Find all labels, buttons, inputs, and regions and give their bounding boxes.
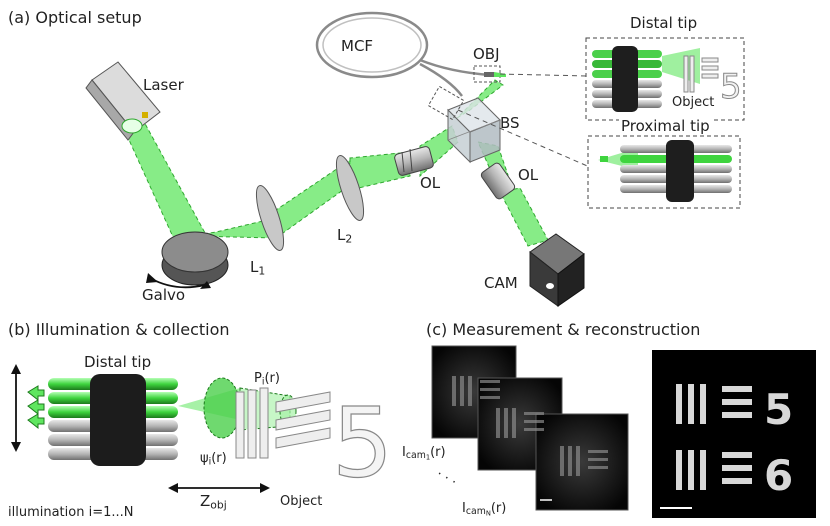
- fiber-loop-icon: [315, 11, 491, 97]
- ol-right-label: OL: [518, 166, 539, 184]
- obj-label: OBJ: [473, 45, 500, 63]
- laser-label: Laser: [143, 76, 184, 94]
- p-label: Pi(r): [254, 371, 280, 388]
- illumination-text: illumination i=1...N: [8, 505, 134, 520]
- resolution-target-icon: [235, 387, 331, 459]
- proximal-inset-title: Proximal tip: [619, 117, 712, 135]
- mcf-label: MCF: [341, 37, 374, 55]
- fiber-bundle-icon: [592, 46, 662, 112]
- objective-lens-right-icon: [480, 162, 516, 200]
- distal-fiber-bundle-icon: [48, 374, 178, 466]
- distal-inset-object-label: Object: [672, 95, 715, 110]
- lens-l1-icon: [255, 185, 285, 251]
- fiber-bundle-proximal-icon: [620, 140, 732, 202]
- galvo-label: Galvo: [142, 286, 186, 304]
- ol-left-label: OL: [420, 174, 441, 192]
- arrow-icon: [27, 385, 45, 402]
- bs-label: BS: [500, 114, 520, 132]
- svg-text:5: 5: [332, 387, 393, 499]
- inset-connectors: [457, 73, 593, 169]
- lens-l2-icon: [335, 155, 365, 221]
- icamN-label: IcamN(r): [462, 501, 507, 518]
- panel-b-graphics: 5: [11, 364, 394, 500]
- l1-label: L1: [250, 258, 266, 278]
- icam1-label: Icam1(r): [402, 445, 446, 462]
- objective-lens-left-icon: [394, 146, 434, 176]
- object-label: Object: [280, 494, 323, 509]
- panel-a-heading: (a) Optical setup: [8, 8, 142, 27]
- panel-b-heading: (b) Illumination & collection: [8, 320, 230, 339]
- beam-splitter-icon: [447, 97, 501, 164]
- distal-tip-label: Distal tip: [84, 353, 152, 371]
- svg-text:5: 5: [764, 385, 793, 434]
- illumination-pattern-psi: [203, 377, 241, 439]
- svg-text:5: 5: [720, 67, 742, 107]
- psi-label: ψi(r): [200, 451, 227, 468]
- camera-icon: [529, 233, 585, 307]
- cam-label: CAM: [484, 274, 518, 292]
- distal-inset-title: Distal tip: [630, 14, 698, 32]
- svg-text:6: 6: [764, 451, 793, 500]
- z-obj-label: Zobj: [200, 492, 227, 512]
- panel-c-heading: (c) Measurement & reconstruction: [426, 320, 701, 339]
- proximal-tip-inset: [587, 135, 741, 209]
- l2-label: L2: [337, 226, 353, 246]
- galvo-mirror-icon: [146, 231, 229, 289]
- reconstruction-image: 5 6: [652, 350, 816, 518]
- laser-icon: [85, 61, 161, 141]
- camera-frames-stack: [431, 345, 629, 511]
- distal-tip-inset: 5: [585, 37, 745, 121]
- resolution-target-mini: [683, 55, 719, 93]
